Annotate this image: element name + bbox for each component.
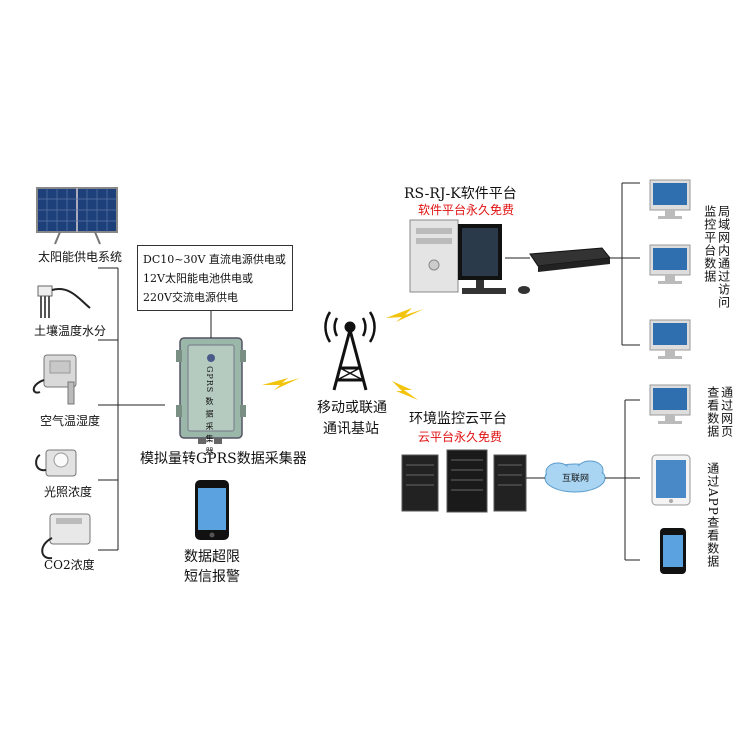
desktop-pc-icon — [409, 219, 530, 294]
device-face-text: GPRS 数 据 采 集 器 — [205, 366, 214, 456]
gprs-collector-device-icon — [176, 337, 246, 444]
mobile-phone-icon — [195, 480, 229, 540]
sms-line-1: 数据超限 — [184, 549, 240, 565]
collector-label: 模拟量转GPRS数据采集器 — [140, 451, 307, 467]
lan-monitors — [649, 179, 691, 359]
software-subtitle: 软件平台永久免费 — [418, 203, 515, 217]
station-line-2: 通讯基站 — [323, 421, 379, 437]
light-sensor-icon — [35, 449, 77, 477]
monitor-icon — [649, 244, 691, 284]
internet-label: 互联网 — [562, 474, 590, 484]
station-line-1: 移动或联通 — [317, 400, 387, 416]
lan-connection-lines — [610, 182, 640, 346]
cloud-server-icon — [401, 449, 527, 513]
air-sensor-icon — [32, 354, 77, 405]
power-line-2: 12V太阳能电池供电或 — [143, 272, 253, 285]
power-line-1: DC10~30V 直流电源供电或 — [143, 253, 286, 266]
light-label: 光照浓度 — [44, 485, 93, 499]
power-line-3: 220V交流电源供电 — [143, 291, 238, 304]
monitor-icon — [649, 319, 691, 359]
air-label: 空气温湿度 — [40, 414, 101, 428]
monitor-icon — [649, 179, 691, 219]
power-supply-box: DC10~30V 直流电源供电或 12V太阳能电池供电或 220V交流电源供电 — [137, 245, 293, 311]
web-view-note: 通过网页查看数据 — [705, 386, 734, 438]
cell-tower-icon — [324, 311, 376, 391]
soil-label: 土壤温度水分 — [34, 324, 107, 338]
cloud-connection-lines — [605, 399, 640, 561]
solar-panel-icon — [36, 187, 118, 245]
cloud-monitor-icon — [649, 384, 691, 424]
co2-sensor-icon — [41, 513, 91, 560]
lan-access-note: 局域网内通过访问监控平台数据 — [702, 205, 731, 309]
sensor-connection-lines — [98, 267, 165, 551]
cloud-title: 环境监控云平台 — [409, 411, 507, 427]
tablet-icon — [651, 454, 691, 506]
wireless-signal-icon — [262, 308, 424, 400]
cloud-phone-icon — [660, 528, 686, 574]
network-switch-icon — [529, 247, 611, 272]
software-title: RS-RJ-K软件平台 — [404, 186, 517, 202]
soil-sensor-icon — [37, 285, 91, 318]
sms-line-2: 短信报警 — [184, 569, 240, 585]
co2-label: CO2浓度 — [44, 558, 95, 572]
cloud-subtitle: 云平台永久免费 — [418, 430, 503, 444]
app-view-note: 通过APP查看数据 — [705, 462, 720, 568]
solar-label: 太阳能供电系统 — [38, 250, 123, 264]
